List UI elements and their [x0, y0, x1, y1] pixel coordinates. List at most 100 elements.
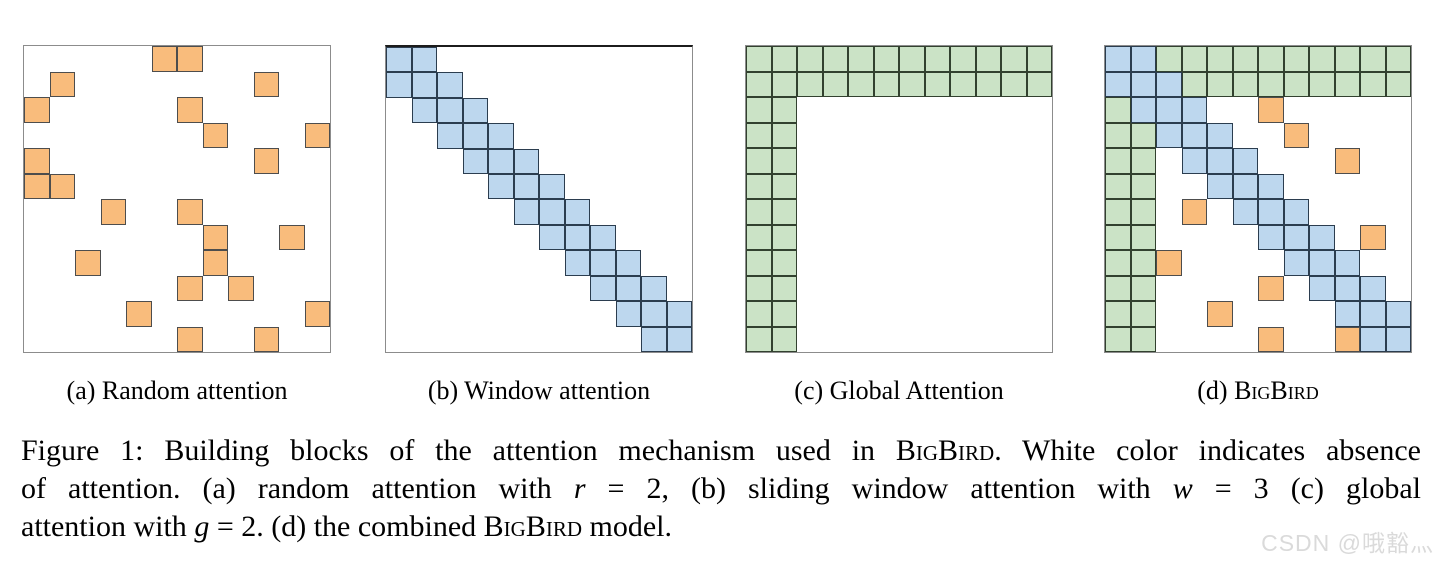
- green-attention-cell: [873, 71, 899, 97]
- orange-attention-cell: [1181, 199, 1207, 225]
- text-segment: Figure 1: Building blocks of the attenti…: [21, 434, 896, 467]
- green-attention-cell: [746, 275, 772, 301]
- green-attention-cell: [797, 71, 823, 97]
- green-attention-cell: [1105, 199, 1131, 225]
- text-segment: (d): [1197, 376, 1235, 405]
- figure-caption-line-1: Figure 1: Building blocks of the attenti…: [21, 432, 1421, 470]
- orange-attention-cell: [49, 71, 75, 97]
- green-attention-cell: [873, 46, 899, 72]
- blue-attention-cell: [564, 224, 590, 251]
- blue-attention-cell: [513, 148, 539, 175]
- orange-attention-cell: [1258, 326, 1284, 352]
- attention-matrix-window: [385, 45, 693, 353]
- green-attention-cell: [746, 148, 772, 174]
- blue-attention-cell: [1105, 46, 1131, 72]
- green-attention-cell: [848, 46, 874, 72]
- orange-attention-cell: [253, 71, 279, 97]
- orange-attention-cell: [1258, 275, 1284, 301]
- blue-attention-cell: [564, 199, 590, 225]
- green-attention-cell: [924, 71, 950, 97]
- blue-attention-cell: [488, 123, 514, 149]
- text-segment: = 3 (c) global: [1192, 472, 1421, 505]
- blue-attention-cell: [1130, 71, 1156, 97]
- green-attention-cell: [1385, 71, 1411, 97]
- orange-attention-cell: [1258, 97, 1284, 123]
- green-attention-cell: [848, 71, 874, 97]
- green-attention-cell: [899, 71, 925, 97]
- blue-attention-cell: [1181, 97, 1207, 123]
- green-attention-cell: [1130, 326, 1156, 352]
- orange-attention-cell: [177, 275, 203, 301]
- blue-attention-cell: [1334, 250, 1360, 276]
- green-attention-cell: [771, 148, 797, 174]
- blue-attention-cell: [539, 174, 565, 200]
- blue-attention-cell: [615, 301, 641, 327]
- green-attention-cell: [746, 122, 772, 148]
- panel-random-attention: (a) Random attention: [23, 45, 331, 406]
- text-segment: . White color indicates absence: [994, 434, 1422, 467]
- blue-attention-cell: [513, 174, 539, 200]
- math-variable: w: [1172, 472, 1193, 505]
- text-segment: (a) Random attention: [66, 376, 288, 405]
- green-attention-cell: [1130, 224, 1156, 250]
- green-attention-cell: [924, 46, 950, 72]
- blue-attention-cell: [437, 123, 463, 149]
- blue-attention-cell: [1360, 326, 1386, 352]
- smallcaps-text: BigBird: [895, 434, 995, 467]
- blue-attention-cell: [1105, 71, 1131, 97]
- blue-attention-cell: [462, 148, 488, 175]
- blue-attention-cell: [615, 275, 641, 302]
- green-attention-cell: [1232, 46, 1258, 72]
- blue-attention-cell: [1309, 224, 1335, 250]
- blue-attention-cell: [1334, 275, 1360, 301]
- green-attention-cell: [975, 71, 1001, 97]
- green-attention-cell: [1309, 71, 1335, 97]
- green-attention-cell: [1001, 71, 1027, 97]
- green-attention-cell: [771, 173, 797, 199]
- green-attention-cell: [771, 224, 797, 250]
- blue-attention-cell: [590, 275, 616, 302]
- subcaption-random-attention: (a) Random attention: [23, 376, 331, 406]
- green-attention-cell: [771, 97, 797, 123]
- green-attention-cell: [1130, 301, 1156, 327]
- attention-matrix-random: [23, 45, 331, 353]
- green-attention-cell: [1130, 173, 1156, 199]
- text-segment: of attention. (a) random attention with: [21, 472, 574, 505]
- orange-attention-cell: [1360, 224, 1386, 250]
- text-segment: model.: [582, 510, 673, 543]
- blue-attention-cell: [564, 250, 590, 276]
- green-attention-cell: [1334, 71, 1360, 97]
- blue-attention-cell: [513, 199, 539, 225]
- blue-attention-cell: [1207, 122, 1233, 148]
- blue-attention-cell: [411, 72, 437, 98]
- orange-attention-cell: [177, 97, 203, 123]
- orange-attention-cell: [24, 97, 50, 123]
- panel-global-attention: (c) Global Attention: [745, 45, 1053, 406]
- blue-attention-cell: [411, 97, 437, 124]
- green-attention-cell: [1105, 275, 1131, 301]
- green-attention-cell: [1181, 46, 1207, 72]
- blue-attention-cell: [641, 326, 667, 352]
- green-attention-cell: [746, 326, 772, 352]
- blue-attention-cell: [1156, 97, 1182, 123]
- figure-caption-line-3: attention with g = 2. (d) the combined B…: [21, 508, 1421, 546]
- green-attention-cell: [746, 71, 772, 97]
- orange-attention-cell: [151, 46, 177, 72]
- blue-attention-cell: [641, 301, 667, 327]
- blue-attention-cell: [539, 224, 565, 251]
- blue-attention-cell: [1360, 301, 1386, 327]
- blue-attention-cell: [539, 199, 565, 225]
- green-attention-cell: [797, 46, 823, 72]
- green-attention-cell: [1207, 46, 1233, 72]
- blue-attention-cell: [1207, 148, 1233, 174]
- green-attention-cell: [1130, 148, 1156, 174]
- green-attention-cell: [1105, 301, 1131, 327]
- green-attention-cell: [975, 46, 1001, 72]
- green-attention-cell: [1334, 46, 1360, 72]
- blue-attention-cell: [411, 47, 437, 73]
- panel-window-attention: (b) Window attention: [385, 45, 693, 406]
- blue-attention-cell: [1130, 46, 1156, 72]
- subcaption-bigbird: (d) BigBird: [1104, 376, 1412, 406]
- blue-attention-cell: [437, 97, 463, 124]
- green-attention-cell: [746, 250, 772, 276]
